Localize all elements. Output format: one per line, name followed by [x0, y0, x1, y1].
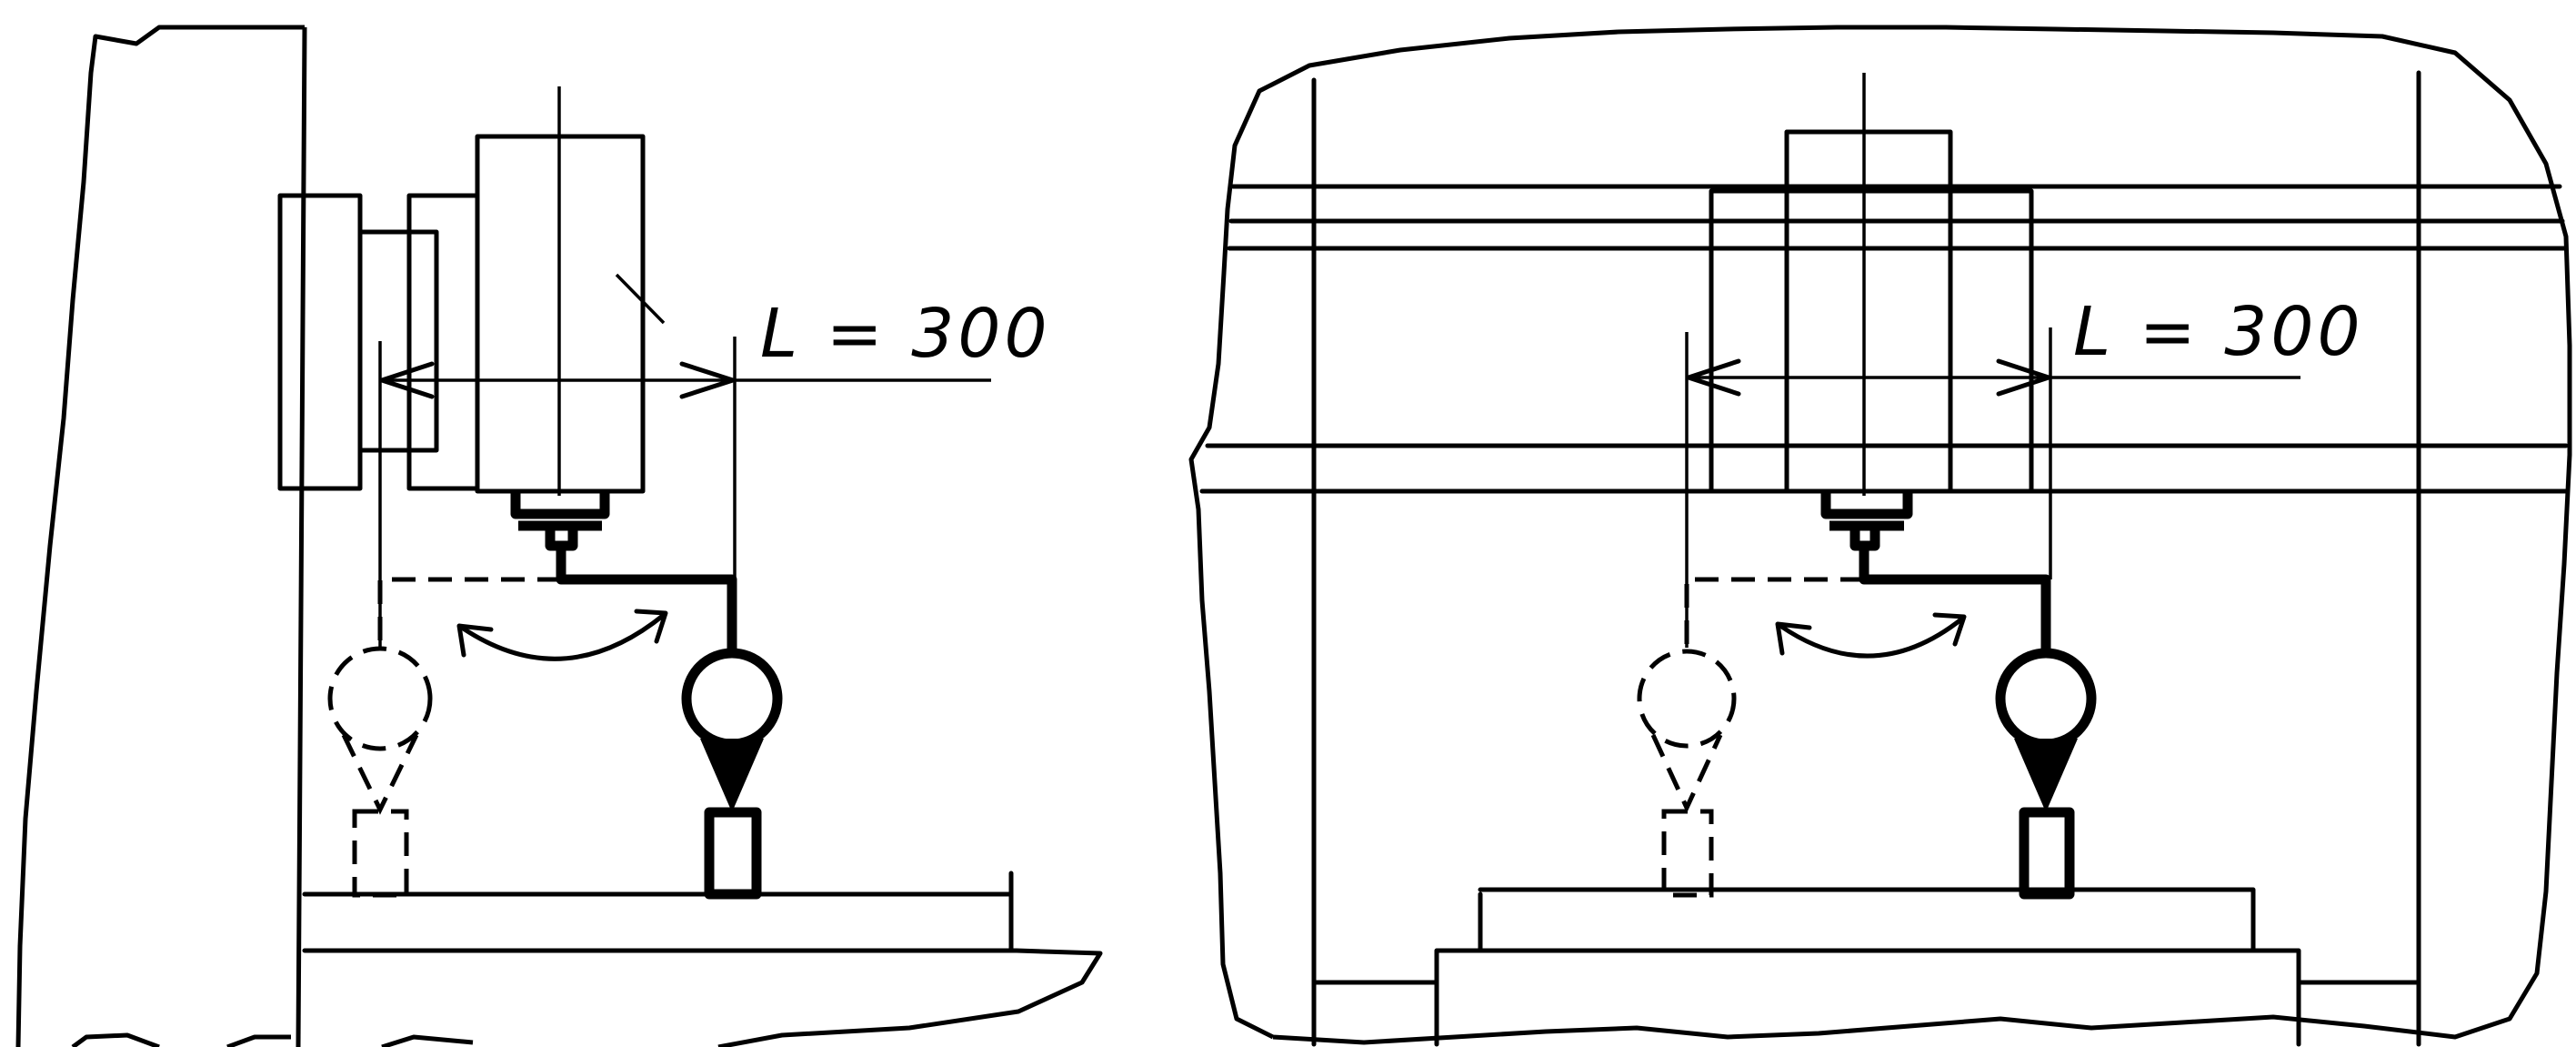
left-base-breaks — [71, 1032, 474, 1047]
left-dial-indicator-dashed — [327, 646, 433, 751]
right-arrowhead-right — [1996, 358, 2051, 397]
left-indicator-arm — [556, 546, 737, 650]
right-indicator-arm-dashed — [1684, 577, 1864, 648]
right-table — [1478, 887, 2256, 953]
left-arrowhead-right — [679, 361, 736, 399]
left-guide-plate — [277, 193, 363, 491]
right-rotation-arc — [1778, 616, 1965, 659]
right-indicator-arm — [1859, 546, 2051, 650]
right-test-bar — [2019, 807, 2075, 900]
left-arrowhead-left — [379, 361, 435, 399]
right-diagram: L = 300 — [1188, 25, 2572, 1047]
left-oblique-tick — [615, 273, 666, 325]
right-spindle-nose — [1820, 491, 1913, 551]
right-spindle-head — [1784, 129, 1953, 494]
right-rotation-arrow-a — [1775, 621, 1812, 656]
left-dial-indicator — [681, 648, 783, 750]
left-test-bar — [704, 807, 762, 900]
left-dial-stem-dashed — [341, 733, 419, 815]
left-test-bar-dashed — [352, 809, 409, 898]
left-spindle-nose — [510, 491, 610, 551]
right-test-bar-dashed — [1661, 809, 1714, 898]
right-arrowhead-left — [1686, 358, 1741, 397]
left-dial-stem — [700, 739, 764, 812]
right-dial-indicator-dashed — [1637, 649, 1737, 749]
left-dimension-label: L = 300 — [760, 295, 1051, 373]
right-dimension-label: L = 300 — [2073, 293, 2364, 371]
left-carriage — [357, 193, 480, 491]
right-dial-indicator — [1995, 648, 2097, 750]
left-table — [302, 871, 1014, 953]
left-rotation-arc — [459, 612, 667, 661]
right-base — [1434, 948, 2301, 1047]
right-dial-stem — [2014, 739, 2078, 812]
left-diagram: L = 300 — [15, 25, 1103, 1047]
left-base — [305, 948, 1103, 1047]
right-rotation-arrow-b — [1932, 612, 1967, 647]
left-rotation-arrow-b — [634, 609, 668, 644]
right-dial-stem-dashed — [1650, 733, 1723, 813]
left-rotation-arrow-a — [456, 623, 494, 658]
left-column — [15, 25, 307, 1047]
right-boundary — [1188, 25, 2572, 1045]
left-indicator-arm-dashed — [377, 577, 561, 648]
